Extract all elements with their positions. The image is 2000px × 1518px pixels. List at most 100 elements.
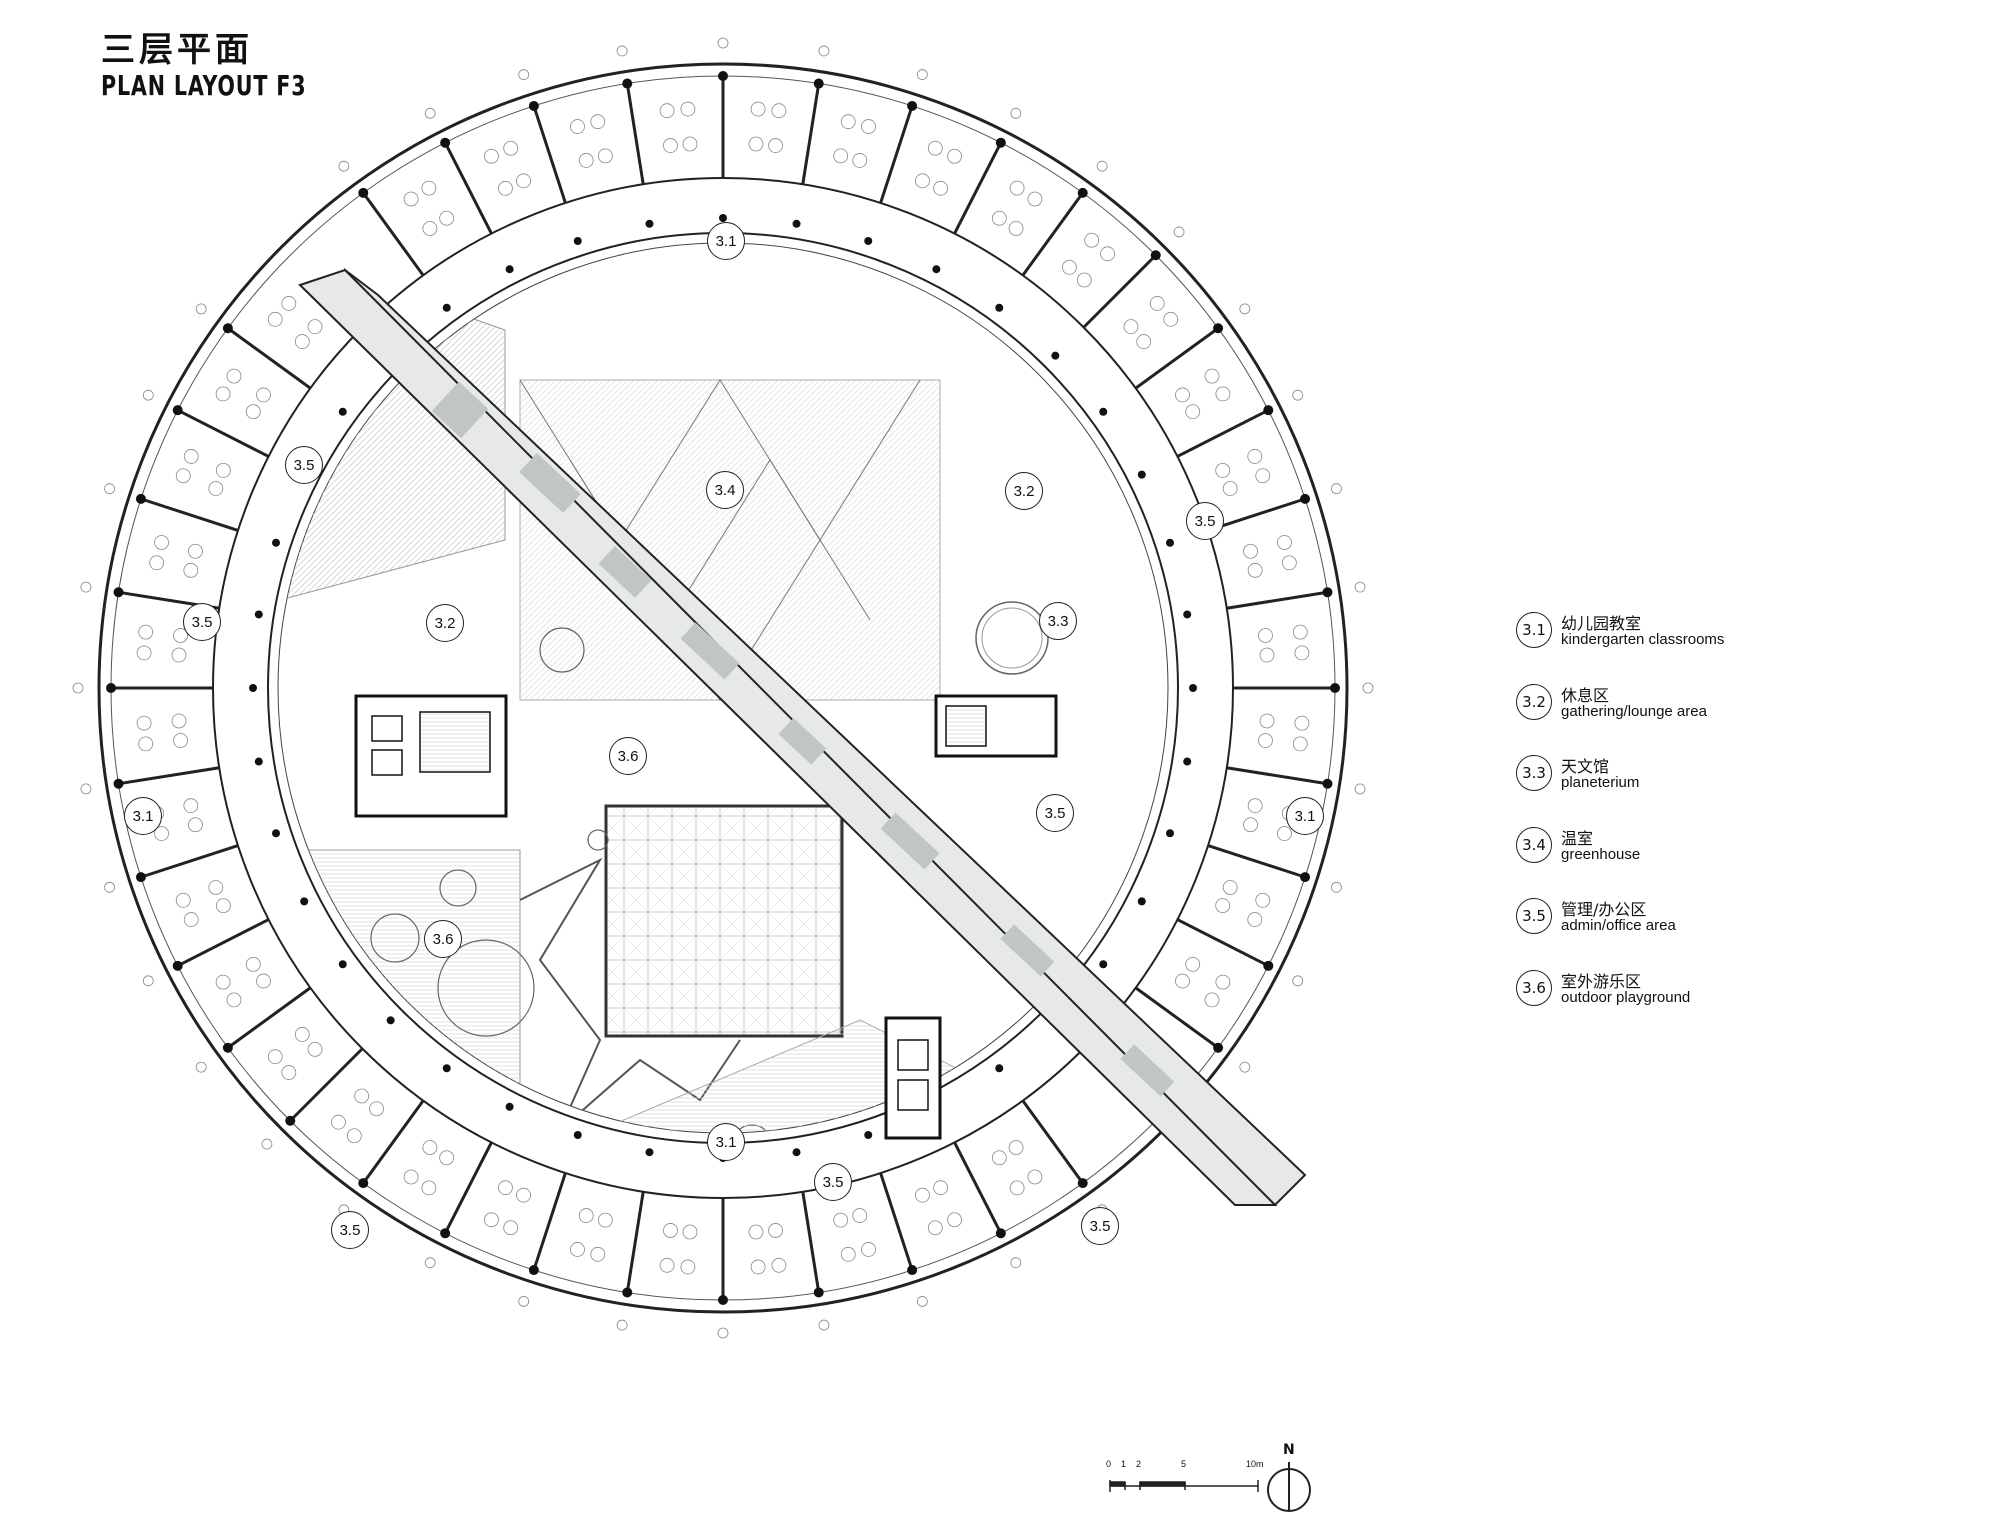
table xyxy=(173,733,188,748)
scale-tick-1: 1 xyxy=(1121,1459,1127,1469)
legend-label-cn: 休息区 xyxy=(1561,685,1610,705)
table xyxy=(1277,535,1292,550)
table xyxy=(1258,733,1273,748)
legend-label-cn: 幼儿园教室 xyxy=(1561,614,1642,633)
grid-marker xyxy=(717,1327,729,1339)
title-english: PLAN LAYOUT F3 xyxy=(101,69,307,102)
partition-wall xyxy=(1226,590,1328,610)
column xyxy=(358,1178,369,1189)
column xyxy=(932,265,941,274)
table xyxy=(570,119,585,134)
grid-marker xyxy=(818,45,830,57)
outer-facade xyxy=(97,62,1349,1314)
grid-marker xyxy=(1362,682,1374,694)
column xyxy=(573,237,582,246)
partition-wall xyxy=(118,766,220,786)
classroom-furniture xyxy=(136,101,1310,1275)
column xyxy=(864,1130,873,1139)
column xyxy=(1213,1042,1224,1053)
legend-item-admin: 3.5 管理/办公区 admin/office area xyxy=(1516,898,1816,970)
grid-marker xyxy=(818,1319,830,1331)
column xyxy=(505,1102,514,1111)
column xyxy=(1322,587,1333,598)
legend-label-cn: 管理/办公区 xyxy=(1561,900,1647,919)
grid-marker xyxy=(80,581,92,593)
table xyxy=(188,543,203,559)
table xyxy=(1149,296,1165,311)
diagonal-corridor xyxy=(298,267,1307,1207)
north-arrow-icon xyxy=(1267,1462,1311,1512)
table xyxy=(682,136,698,152)
table xyxy=(1123,319,1139,335)
table xyxy=(852,153,868,168)
table xyxy=(833,148,849,164)
partition-wall xyxy=(1021,191,1084,277)
column xyxy=(440,1228,451,1239)
column xyxy=(1300,872,1311,883)
table xyxy=(346,1128,362,1144)
structural-columns xyxy=(106,71,1340,1305)
legend-item-classrooms: 3.1 幼儿园教室 kindergarten classrooms xyxy=(1516,612,1816,684)
table xyxy=(1259,713,1275,729)
grid-marker xyxy=(1354,783,1366,795)
title-chinese: 三层平面 xyxy=(101,30,253,70)
partition-wall xyxy=(953,142,1003,235)
grid-marker xyxy=(518,1296,530,1307)
table xyxy=(369,1101,384,1117)
legend-label-en: kindergarten classrooms xyxy=(1561,631,1725,648)
grid-marker xyxy=(104,881,115,893)
table xyxy=(861,1242,876,1257)
column xyxy=(1213,323,1224,334)
column xyxy=(272,829,281,838)
table xyxy=(840,1246,856,1262)
scale-tick-10m: 10m xyxy=(1246,1459,1264,1469)
partition-wall xyxy=(801,83,821,185)
legend-label-cn: 室外游乐区 xyxy=(1561,971,1642,991)
grid-marker xyxy=(916,69,928,80)
table xyxy=(947,1212,962,1228)
column xyxy=(622,1287,633,1298)
column xyxy=(1051,351,1060,360)
legend-label-en: outdoor playground xyxy=(1561,988,1691,1006)
table xyxy=(484,1212,499,1228)
legend-label-en: admin/office area xyxy=(1561,917,1676,934)
zone-label-lounge-west: 3.2 xyxy=(426,604,464,642)
column xyxy=(718,1295,728,1305)
column xyxy=(718,71,728,81)
table xyxy=(680,101,696,117)
table xyxy=(183,449,199,464)
column xyxy=(995,137,1006,148)
table xyxy=(927,1220,943,1236)
table xyxy=(245,956,261,972)
column xyxy=(1189,684,1197,692)
table xyxy=(331,1114,346,1130)
grid-marker xyxy=(1239,303,1251,315)
column xyxy=(792,1148,801,1157)
column xyxy=(645,219,654,228)
column xyxy=(995,303,1004,312)
table xyxy=(138,736,154,752)
table xyxy=(1247,798,1263,814)
column xyxy=(172,405,183,416)
table xyxy=(748,136,764,152)
core-east xyxy=(934,694,1058,758)
table xyxy=(927,140,943,156)
partition-wall xyxy=(443,142,493,235)
table xyxy=(245,404,261,420)
zone-label-admin-w: 3.5 xyxy=(183,603,221,641)
column xyxy=(442,303,451,312)
table xyxy=(1204,368,1220,384)
column xyxy=(719,214,727,222)
planetarium-dome xyxy=(975,601,1049,675)
zone-label-classroom-west: 3.1 xyxy=(124,797,162,835)
table xyxy=(1247,912,1263,927)
table xyxy=(1247,449,1263,464)
table xyxy=(1259,647,1275,663)
table xyxy=(484,148,499,164)
partition-wall xyxy=(1134,986,1220,1049)
table xyxy=(663,1223,678,1238)
table xyxy=(663,138,678,153)
grid-marker xyxy=(195,303,207,315)
partition-wall xyxy=(443,1141,493,1234)
column xyxy=(338,407,347,416)
